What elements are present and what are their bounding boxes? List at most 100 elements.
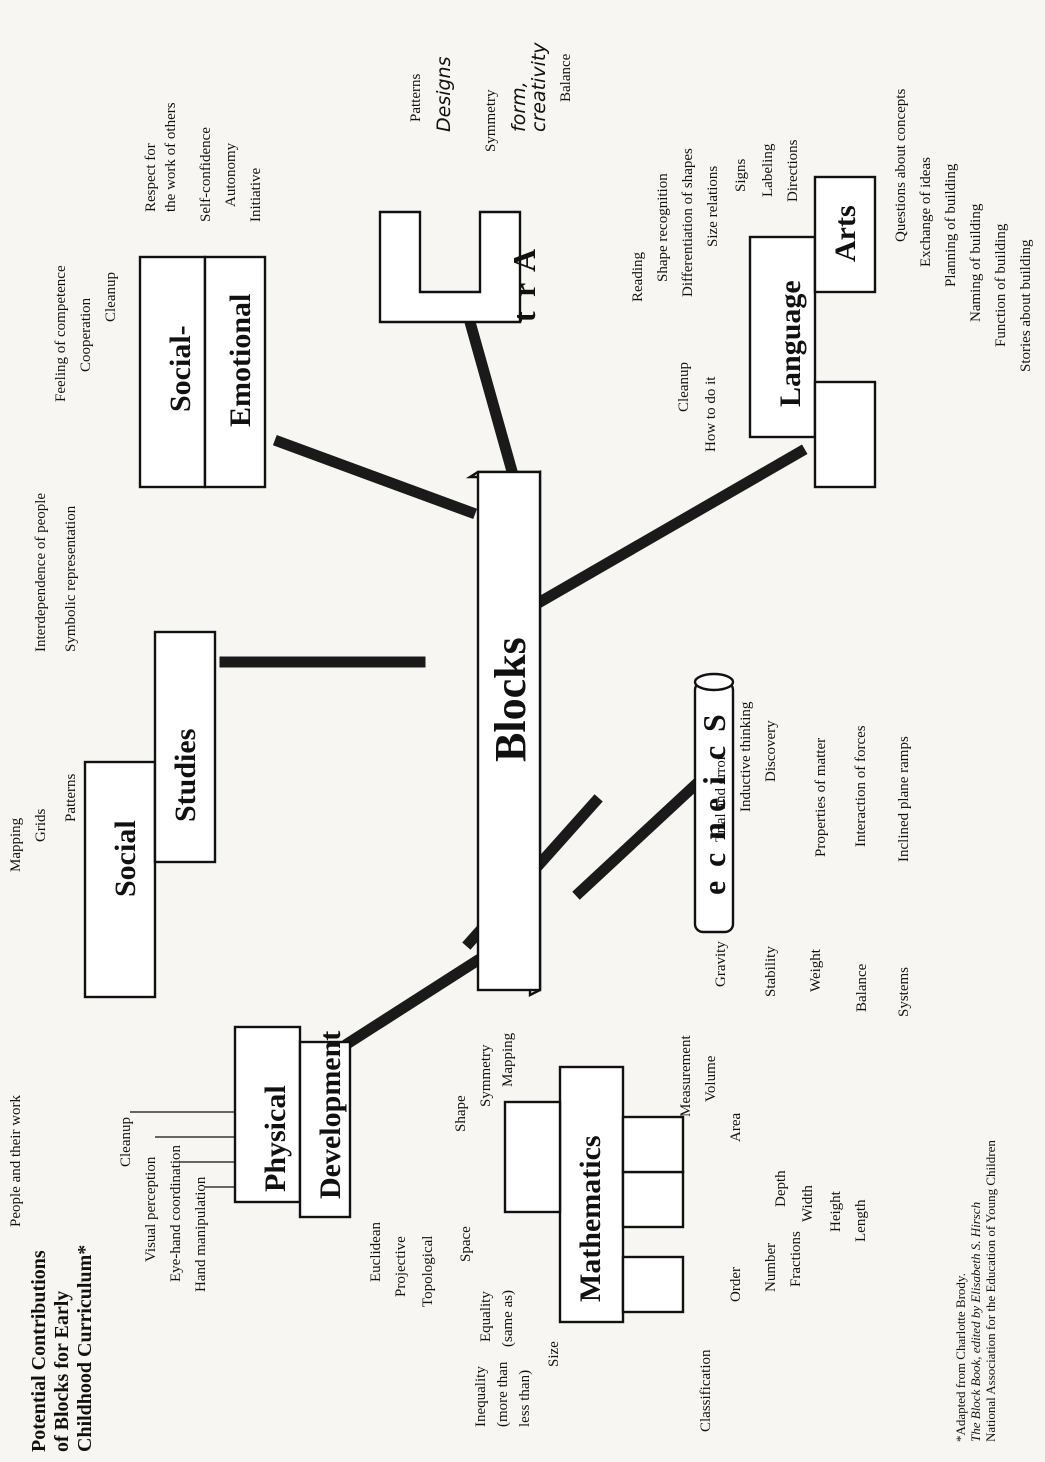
math-mapping: Mapping	[500, 1032, 516, 1087]
physical-item-1: Cleanup	[118, 1117, 134, 1167]
art-symmetry: Symmetry	[483, 89, 499, 152]
math-depth: Depth	[773, 1170, 789, 1207]
art-letter-2: r	[506, 283, 542, 297]
se-title-1: Social-	[164, 325, 197, 412]
art-shape	[378, 210, 522, 324]
footnote-line-2: The Block Book, edited by Elisabeth S. H…	[968, 1202, 983, 1442]
art-balance: Balance	[558, 53, 574, 102]
la-directions: Directions	[785, 139, 801, 202]
science-systems: Systems	[896, 967, 912, 1017]
physical-item-2: Visual perception	[143, 1156, 159, 1262]
title-block: Potential Contributions of Blocks for Ea…	[28, 1245, 96, 1452]
connectors	[219, 315, 808, 1050]
footnote-line-1: *Adapted from Charlotte Brody.	[953, 1273, 968, 1442]
math-projective: Projective	[393, 1236, 409, 1297]
ss-item-interdependence: Interdependence of people	[33, 493, 49, 652]
science-gravity: Gravity	[713, 941, 729, 987]
science-balance: Balance	[854, 963, 870, 1012]
social-studies-title-1: Social	[109, 820, 142, 897]
math-topological: Topological	[420, 1236, 436, 1307]
connector-art	[463, 315, 522, 489]
science-inclined: Inclined plane ramps	[896, 736, 912, 862]
science-discovery: Discovery	[763, 720, 779, 782]
math-more-than: (more than	[495, 1361, 511, 1427]
la-labeling: Labeling	[760, 143, 776, 197]
science-weight: Weight	[808, 948, 824, 992]
science-letter-7: e	[696, 881, 732, 895]
la-how: How to do it	[703, 376, 719, 452]
science-trial: Trial and error	[713, 755, 729, 842]
la-size-relations: Size relations	[705, 166, 721, 247]
se-item-initiative: Initiative	[248, 168, 264, 222]
physical-title-1: Physical	[259, 1085, 292, 1192]
math-title: Mathematics	[574, 1135, 607, 1302]
se-item-autonomy: Autonomy	[223, 142, 239, 207]
science-letter-4: e	[696, 798, 732, 812]
art-letter-1: A	[506, 249, 542, 272]
math-classification: Classification	[698, 1349, 714, 1432]
math-shape: Shape	[453, 1095, 469, 1132]
science-inductive: Inductive thinking	[738, 701, 754, 812]
social-emotional-node: Social- Emotional Feeling of competence …	[53, 102, 267, 489]
math-space: Space	[458, 1226, 474, 1262]
la-planning: Planning of building	[943, 163, 959, 287]
math-length: Length	[853, 1199, 869, 1242]
science-properties: Properties of matter	[813, 738, 829, 857]
math-area: Area	[728, 1113, 744, 1142]
math-fractions: Fractions	[788, 1231, 804, 1287]
la-reading: Reading	[630, 252, 646, 302]
art-letter-3: t	[506, 311, 542, 322]
la-questions: Questions about concepts	[893, 89, 909, 242]
math-euclidean: Euclidean	[368, 1222, 384, 1282]
physical-item-4: Hand manipulation	[193, 1176, 209, 1292]
math-width: Width	[800, 1185, 816, 1222]
connector-physical	[342, 954, 483, 1050]
blocks-box	[476, 470, 542, 992]
physical-item-3: Eye-hand coordination	[168, 1144, 184, 1282]
connector-language	[532, 444, 808, 610]
se-item-competence: Feeling of competence	[53, 265, 69, 402]
la-signs: Signs	[733, 158, 749, 192]
blocks-center: Blocks	[465, 470, 542, 997]
art-designs: Designs	[433, 56, 455, 132]
math-measurement: Measurement	[678, 1035, 694, 1117]
science-node: S c i e n c e Gravity Stability Weight B…	[693, 672, 912, 1017]
la-stories: Stories about building	[1018, 239, 1034, 372]
art-node: A r t Patterns Designs Symmetry form, cr…	[378, 42, 574, 324]
la-cleanup: Cleanup	[676, 362, 692, 412]
math-inequality: Inequality	[473, 1366, 489, 1427]
math-less-than: less than)	[517, 1370, 533, 1427]
title-line-1: Potential Contributions	[28, 1250, 50, 1452]
se-title-2: Emotional	[224, 294, 257, 427]
ss-item-mapping: Mapping	[8, 817, 24, 872]
la-shape-recognition: Shape recognition	[655, 173, 671, 282]
la-exchange: Exchange of ideas	[918, 157, 934, 267]
math-number: Number	[763, 1243, 779, 1292]
math-equality: Equality	[478, 1291, 494, 1342]
social-studies-node: Social Studies People and their work Map…	[8, 493, 217, 1227]
language-arts-node: Language Arts Cleanup How to do it Readi…	[630, 89, 1034, 489]
la-differentiation: Differentiation of shapes	[680, 148, 696, 297]
se-item-cooperation: Cooperation	[78, 297, 94, 372]
ss-item-symbolic: Symbolic representation	[63, 505, 79, 652]
ss-item-people: People and their work	[8, 1094, 24, 1227]
math-height: Height	[828, 1190, 844, 1232]
se-item-self-confidence: Self-confidence	[198, 127, 214, 222]
art-creativity: creativity	[528, 42, 550, 132]
math-size: Size	[546, 1341, 562, 1367]
mathematics-node: Mathematics Shape Symmetry Mapping Measu…	[368, 1032, 869, 1432]
science-letter-1: S	[696, 714, 732, 732]
footnote: *Adapted from Charlotte Brody. The Block…	[953, 1140, 998, 1442]
math-volume: Volume	[703, 1055, 719, 1102]
art-patterns: Patterns	[408, 74, 424, 122]
math-same-as: (same as)	[500, 1290, 516, 1347]
science-letter-3: i	[696, 776, 732, 785]
math-order: Order	[728, 1267, 744, 1302]
se-item-respect-2: the work of others	[163, 102, 179, 212]
se-item-respect-1: Respect for	[143, 143, 159, 212]
science-letter-2: c	[696, 746, 732, 760]
footnote-line-3: National Association for the Education o…	[983, 1140, 998, 1442]
title-line-2: of Blocks for Early	[51, 1291, 73, 1452]
